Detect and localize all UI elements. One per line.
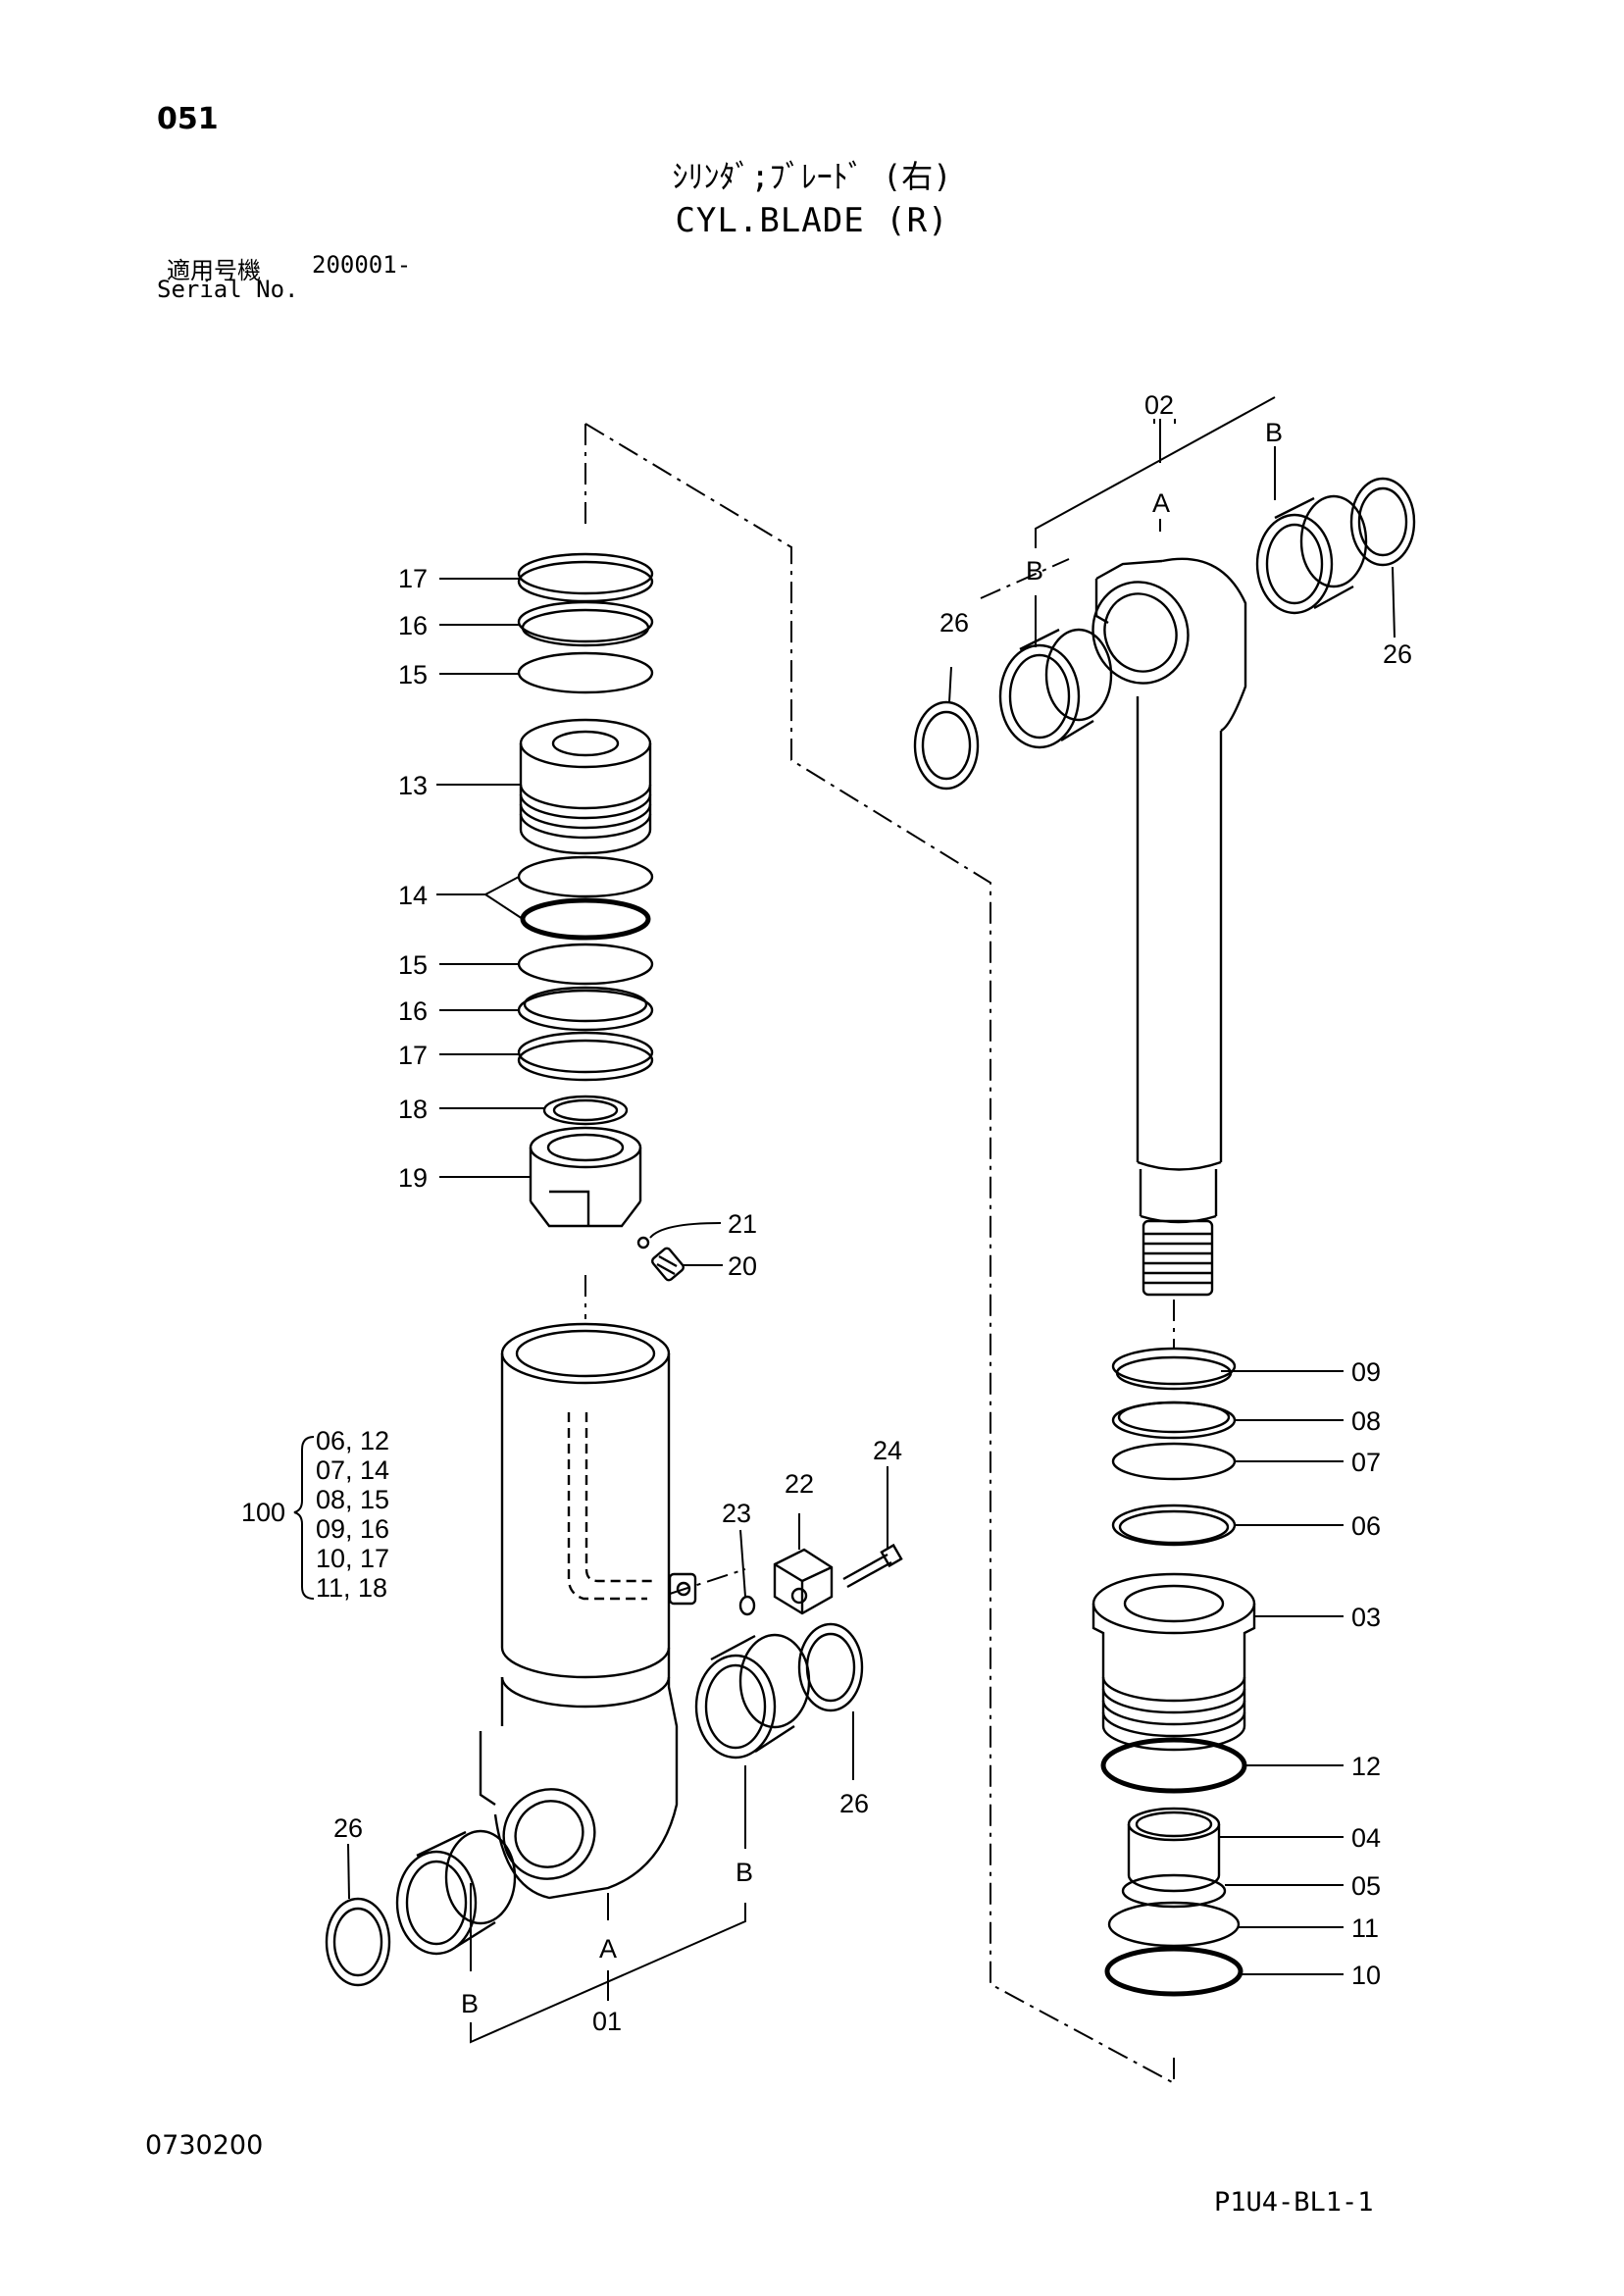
callout-26-rod-right: 26 xyxy=(1383,639,1412,669)
washer-18 xyxy=(542,1095,629,1126)
callout-20: 20 xyxy=(728,1251,757,1281)
callout-05: 05 xyxy=(1351,1871,1381,1901)
ring-10 xyxy=(1104,1946,1243,1997)
callout-labels: 17 16 15 13 14 15 16 17 18 19 21 20 24 2… xyxy=(241,390,1412,2036)
assembly-dash-path xyxy=(584,423,1175,2085)
o-ring-23 xyxy=(738,1595,756,1616)
callout-12: 12 xyxy=(1351,1752,1381,1781)
kit-row-4: 09, 16 xyxy=(316,1514,389,1544)
seal-26-tube-right xyxy=(797,1622,864,1712)
rod-cover-03 xyxy=(1091,1572,1256,1752)
bushing-rod-right xyxy=(1255,494,1368,615)
bushing-tube-right xyxy=(694,1633,811,1760)
callout-11: 11 xyxy=(1351,1913,1379,1943)
kit-row-5: 10, 17 xyxy=(316,1544,389,1573)
ring-06 xyxy=(1111,1504,1237,1547)
callout-08: 08 xyxy=(1351,1406,1381,1436)
label-B-tube-left: B xyxy=(461,1989,479,2018)
seal-26-rod-right xyxy=(1349,477,1416,567)
callout-14: 14 xyxy=(398,881,428,910)
kit-brace xyxy=(293,1436,315,1600)
callout-15-top: 15 xyxy=(398,660,428,689)
piston-rod-02 xyxy=(1091,557,1247,1297)
callout-19: 19 xyxy=(398,1163,428,1193)
page-number: 051 xyxy=(157,102,219,136)
cylinder-tube-01 xyxy=(479,1322,697,1900)
nut-19 xyxy=(529,1126,642,1228)
serial-value: 200001- xyxy=(312,251,412,279)
callout-13: 13 xyxy=(398,771,428,800)
kit-row-2: 07, 14 xyxy=(316,1455,389,1485)
callout-21: 21 xyxy=(728,1209,757,1239)
callout-26-rod-left: 26 xyxy=(939,608,969,638)
callout-09: 09 xyxy=(1351,1357,1381,1387)
kit-row-1: 06, 12 xyxy=(316,1426,389,1455)
callout-24: 24 xyxy=(873,1436,902,1465)
ring-15-bottom xyxy=(517,943,654,986)
bushing-tube-left xyxy=(395,1829,517,1956)
piston-13 xyxy=(519,718,652,855)
callout-06: 06 xyxy=(1351,1511,1381,1541)
ring-15-top xyxy=(517,651,654,694)
ring-17-bottom xyxy=(517,1031,654,1082)
o-ring-12 xyxy=(1100,1737,1247,1794)
flange-block-22 xyxy=(773,1548,834,1615)
callout-17-bottom: 17 xyxy=(398,1041,428,1070)
bushing-rod-left xyxy=(998,628,1113,749)
kit-row-6: 11, 18 xyxy=(316,1573,387,1603)
set-screw-20 xyxy=(651,1247,685,1282)
tube-bracket xyxy=(470,1765,746,2044)
callout-04: 04 xyxy=(1351,1823,1381,1853)
callout-16-bottom: 16 xyxy=(398,996,428,1026)
ring-05 xyxy=(1121,1873,1227,1909)
ball-21 xyxy=(636,1236,650,1250)
kit-row-3: 08, 15 xyxy=(316,1485,389,1514)
seal-26-tube-left xyxy=(325,1897,391,1987)
title-english: CYL.BLADE (R) xyxy=(675,201,949,240)
ring-08 xyxy=(1111,1401,1237,1440)
ring-16-top xyxy=(517,600,654,647)
ring-09 xyxy=(1111,1347,1237,1391)
callout-02: 02 xyxy=(1144,390,1174,420)
serial-label-japanese: 適用号機 xyxy=(167,257,261,284)
ring-11 xyxy=(1107,1901,1241,1948)
kit-number: 100 xyxy=(241,1498,285,1527)
rod-bracket xyxy=(1035,396,1276,647)
label-B-rod-left: B xyxy=(1026,556,1043,586)
callout-22: 22 xyxy=(785,1469,814,1499)
callout-10: 10 xyxy=(1351,1961,1381,1990)
label-A-tube: A xyxy=(599,1934,617,1964)
title-japanese: ｼﾘﾝﾀﾞ;ﾌﾞﾚｰﾄﾞ (右) xyxy=(672,158,952,195)
callout-01: 01 xyxy=(592,2007,622,2036)
drawing-code: 0730200 xyxy=(145,2130,264,2161)
page-code: P1U4-BL1-1 xyxy=(1214,2187,1374,2218)
ring-17-top xyxy=(517,552,654,603)
callout-17-top: 17 xyxy=(398,564,428,593)
ring-14-pair xyxy=(517,855,654,941)
label-B-tube-right: B xyxy=(736,1858,753,1887)
callout-16-top: 16 xyxy=(398,611,428,640)
ring-07 xyxy=(1111,1442,1237,1481)
label-B-rod-right: B xyxy=(1265,418,1283,447)
callout-26-tube-left: 26 xyxy=(333,1813,363,1843)
bolt-24 xyxy=(842,1543,903,1589)
serial-label-english: Serial No. xyxy=(157,276,299,303)
callout-23: 23 xyxy=(722,1499,751,1528)
seal-26-rod-left xyxy=(913,700,980,791)
callout-03: 03 xyxy=(1351,1603,1381,1632)
ring-16-bottom xyxy=(517,986,654,1032)
leader-lines xyxy=(347,419,1396,1975)
callout-18: 18 xyxy=(398,1095,428,1124)
callout-26-tube-right: 26 xyxy=(839,1789,869,1818)
callout-15-bottom: 15 xyxy=(398,950,428,980)
callout-07: 07 xyxy=(1351,1448,1381,1477)
label-A-rod: A xyxy=(1152,488,1170,518)
